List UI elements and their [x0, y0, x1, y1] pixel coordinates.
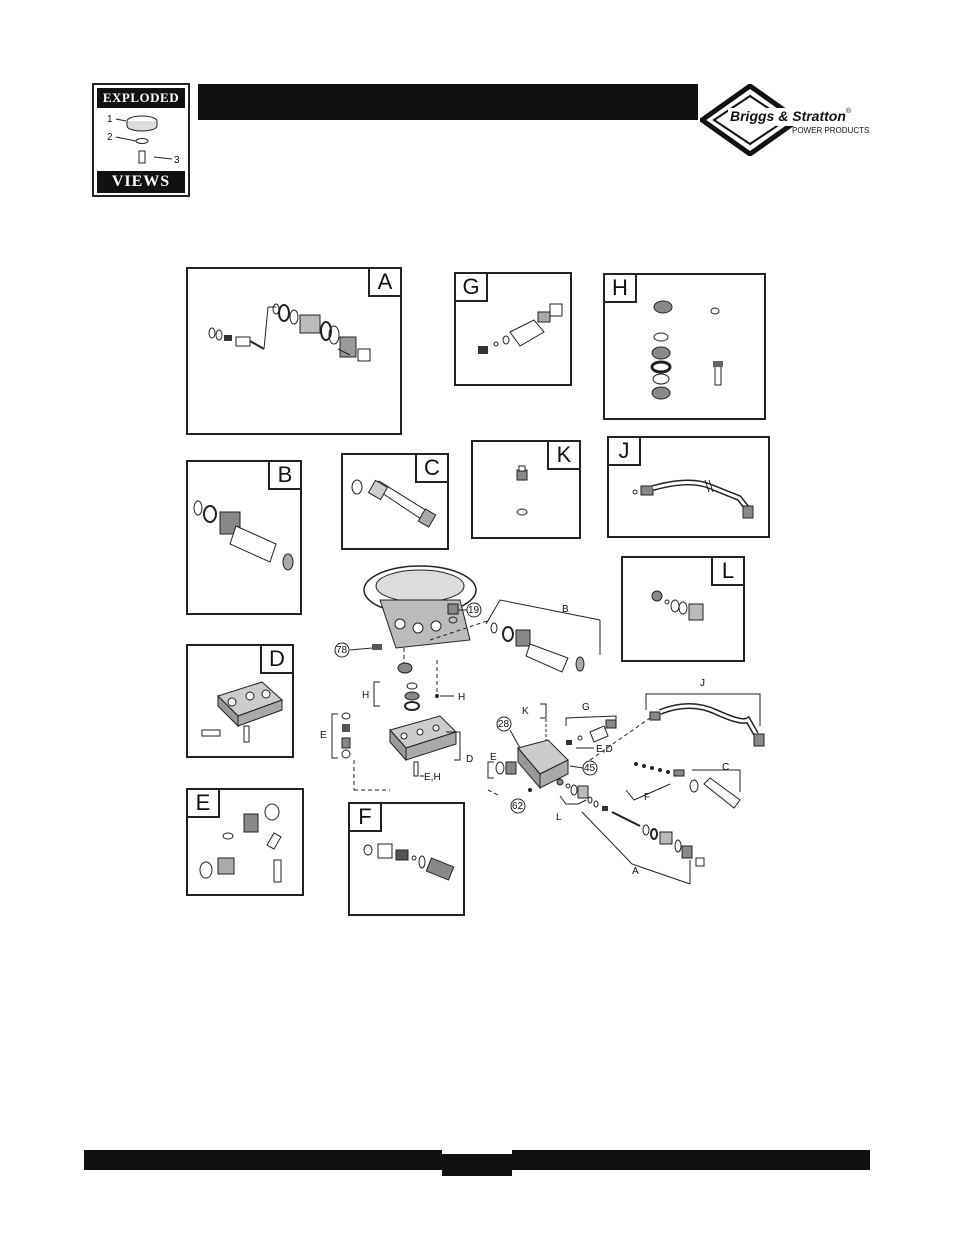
exploded-views-badge: Exploded 1 2 3 Views: [92, 83, 190, 197]
panel-f: F: [348, 802, 465, 916]
badge-callout-3: 3: [174, 155, 180, 166]
panel-j-parts: [609, 438, 768, 536]
label-e-d: E,D: [596, 744, 613, 755]
panel-e: E: [186, 788, 304, 896]
panel-a-parts: [188, 269, 400, 433]
panel-h: H: [603, 273, 766, 420]
circled-62: 62: [512, 801, 524, 812]
a-group-parts: [588, 797, 704, 866]
header-bar: [198, 84, 698, 120]
circled-19: 19: [468, 605, 480, 616]
brand-name: Briggs & Stratton: [730, 108, 846, 124]
panel-b: B: [186, 460, 302, 615]
badge-callout-1: 1: [107, 114, 113, 125]
panel-l-parts: [623, 558, 743, 660]
panel-d-parts: [188, 646, 292, 756]
circled-45: 45: [584, 763, 596, 774]
badge-part-illustration: 1 2 3: [94, 109, 188, 169]
label-c: C: [722, 762, 729, 773]
label-e-right: E: [490, 752, 497, 763]
brand-registered: ®: [846, 108, 851, 115]
footer-bar-right: [512, 1150, 870, 1170]
circled-78: 78: [336, 645, 348, 656]
panel-h-parts: [605, 275, 764, 418]
panel-c-parts: [343, 455, 447, 548]
panel-f-parts: [350, 804, 463, 914]
brand-logo: Briggs & Stratton® POWER PRODUCTS: [700, 84, 880, 156]
label-a: A: [632, 866, 639, 877]
label-l: L: [556, 812, 562, 823]
panel-j: J: [607, 436, 770, 538]
circled-28: 28: [498, 719, 510, 730]
label-d: D: [466, 754, 473, 765]
panel-d: D: [186, 644, 294, 758]
f-group-parts: [634, 762, 684, 776]
label-g: G: [582, 702, 590, 713]
panel-b-parts: [188, 462, 300, 613]
badge-top-word: Exploded: [97, 88, 185, 108]
brand-subline: POWER PRODUCTS: [792, 126, 869, 135]
label-h-right: H: [458, 692, 465, 703]
label-e-left: E: [320, 730, 327, 741]
panel-c: C: [341, 453, 449, 550]
label-b: B: [562, 604, 569, 615]
panel-k: K: [471, 440, 581, 539]
panel-e-parts: [188, 790, 302, 894]
label-h-left: H: [362, 690, 369, 701]
label-f: F: [644, 792, 650, 803]
label-e-h: E,H: [424, 772, 441, 783]
panel-a: A: [186, 267, 402, 435]
footer-bar-left: [84, 1150, 442, 1170]
panel-k-parts: [473, 442, 579, 537]
panel-l: L: [621, 556, 745, 662]
badge-bottom-word: Views: [97, 171, 185, 193]
pump-housing: [364, 566, 476, 648]
badge-callout-2: 2: [107, 132, 113, 143]
panel-g-parts: [456, 274, 570, 384]
label-j: J: [700, 678, 705, 689]
footer-page-tab: [442, 1154, 512, 1176]
panel-g: G: [454, 272, 572, 386]
label-k: K: [522, 706, 529, 717]
